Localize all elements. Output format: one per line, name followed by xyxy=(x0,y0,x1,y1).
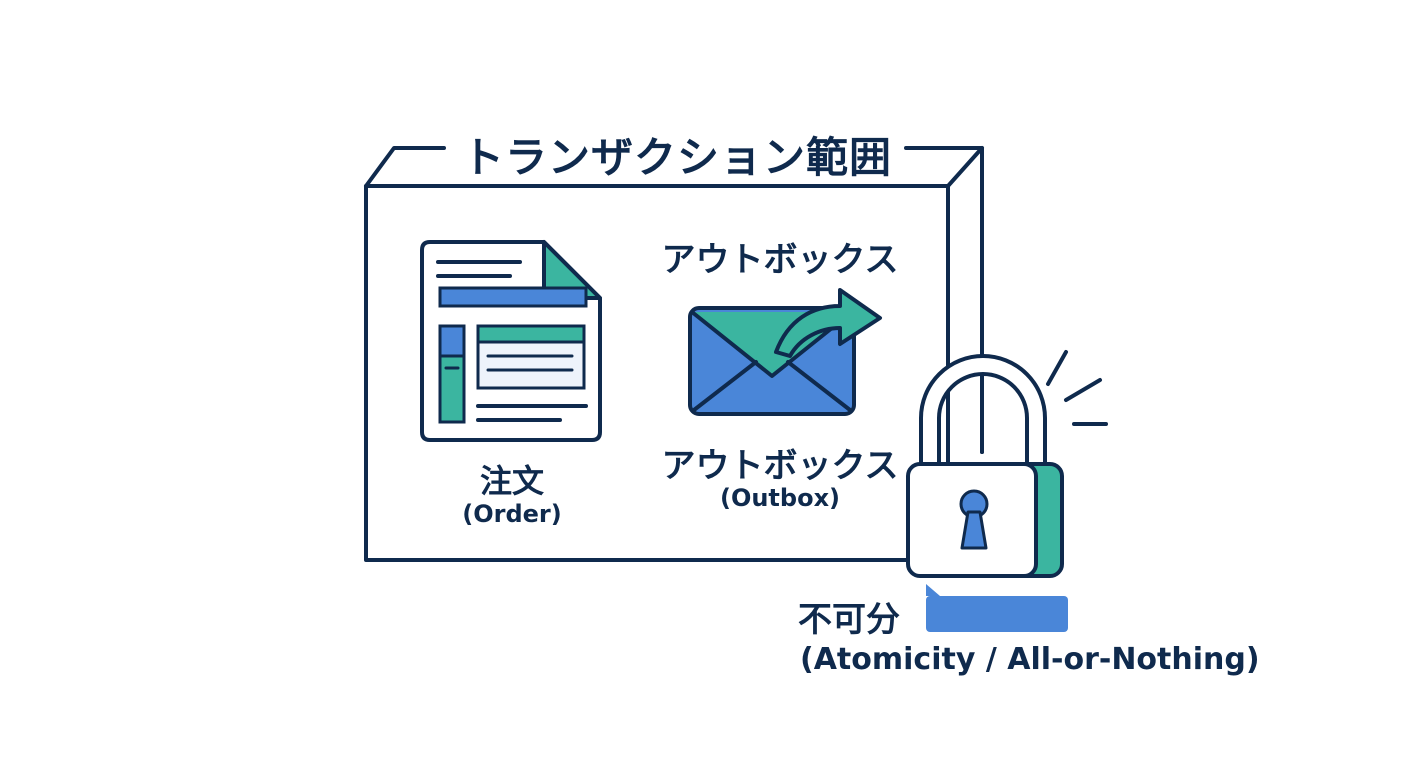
atomicity-sublabel: (Atomicity / All-or-Nothing) xyxy=(800,642,1260,677)
order-label: 注文 xyxy=(479,462,544,500)
document-icon xyxy=(420,240,602,442)
outbox-heading: アウトボックス xyxy=(661,240,899,280)
outbox-label: アウトボックス xyxy=(661,446,899,486)
atomicity-label: 不可分 xyxy=(798,600,900,640)
order-sublabel: (Order) xyxy=(462,500,562,528)
transaction-scope-title: トランザクション範囲 xyxy=(462,133,893,182)
padlock-icon xyxy=(906,350,1108,578)
outbox-sublabel: (Outbox) xyxy=(719,484,841,512)
envelope-send-icon xyxy=(688,288,882,416)
highlight-tag-notch xyxy=(926,584,940,596)
highlight-tag xyxy=(926,596,1068,632)
